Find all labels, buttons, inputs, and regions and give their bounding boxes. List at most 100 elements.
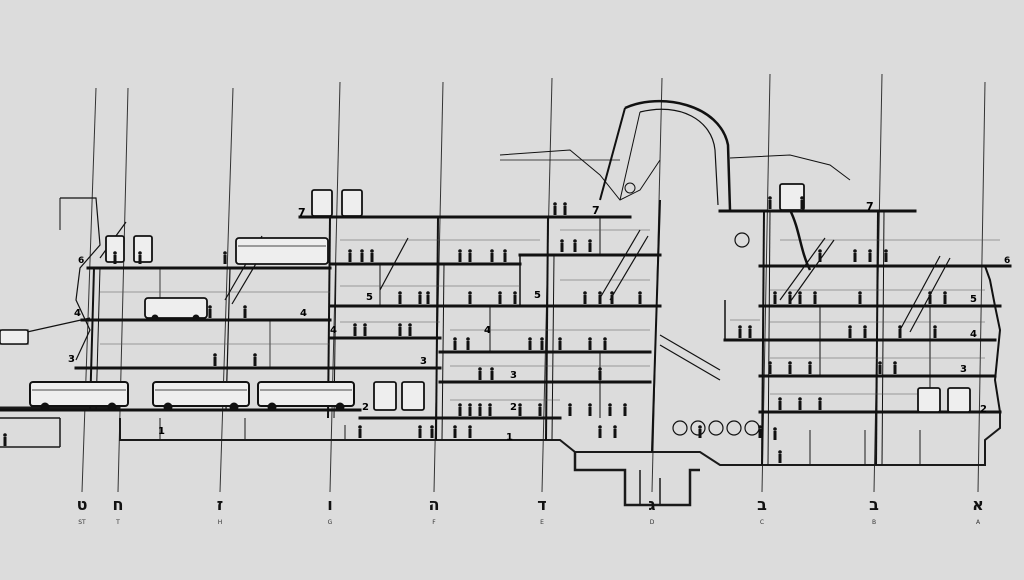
person-figure-body	[398, 327, 402, 336]
person-figure-head	[353, 323, 357, 327]
person-figure-body	[560, 243, 564, 252]
person-figure-head	[788, 361, 792, 365]
person-figure-body	[773, 431, 777, 440]
person-figure-head	[933, 325, 937, 329]
person-figure-head	[243, 305, 247, 309]
person-figure-body	[453, 429, 457, 438]
person-figure-head	[138, 251, 142, 255]
person-figure-head	[748, 325, 752, 329]
person-figure-body	[490, 371, 494, 380]
person-figure-head	[418, 291, 422, 295]
person-figure-body	[768, 200, 772, 209]
axis-label-mark: ב	[757, 495, 767, 514]
person-figure-head	[478, 367, 482, 371]
person-figure-body	[800, 200, 804, 209]
axis-label-sub: G	[328, 519, 333, 526]
person-figure-head	[468, 425, 472, 429]
person-figure-head	[818, 397, 822, 401]
person-figure-body	[773, 295, 777, 304]
person-figure-body	[798, 295, 802, 304]
axis-label-sub: H	[218, 519, 223, 526]
person-figure-head	[488, 403, 492, 407]
level-number: 7	[298, 206, 306, 219]
person-figure-head	[223, 251, 227, 255]
person-figure-body	[253, 357, 257, 366]
person-figure-body	[738, 329, 742, 338]
person-figure-body	[243, 309, 247, 318]
person-figure-body	[466, 341, 470, 350]
person-figure-body	[893, 365, 897, 374]
person-figure-body	[778, 401, 782, 410]
person-figure-head	[540, 337, 544, 341]
person-figure-head	[603, 337, 607, 341]
person-figure-head	[426, 291, 430, 295]
person-figure-body	[490, 253, 494, 262]
person-figure-body	[213, 357, 217, 366]
person-figure-head	[498, 291, 502, 295]
person-figure-body	[518, 407, 522, 416]
person-figure-head	[893, 361, 897, 365]
person-figure-head	[638, 291, 642, 295]
person-figure-head	[3, 433, 7, 437]
person-figure-body	[468, 407, 472, 416]
person-figure-body	[573, 243, 577, 252]
level-numbers: 7 7 7 6 6 5 5 5 4 4 4 4 4 3 3 3 3 2 2 2 …	[68, 200, 1010, 443]
person-figure-head	[458, 249, 462, 253]
person-figure-body	[398, 295, 402, 304]
person-figure-head	[773, 427, 777, 431]
person-figure-head	[563, 202, 567, 206]
person-figure-head	[528, 337, 532, 341]
person-figure-head	[360, 249, 364, 253]
person-figure-head	[430, 425, 434, 429]
level-number: 4	[74, 308, 81, 319]
bus-icon	[152, 381, 250, 412]
person-figure-body	[858, 295, 862, 304]
grid-axis-line	[81, 87, 97, 493]
person-figure-head	[928, 291, 932, 295]
person-figure-body	[513, 295, 517, 304]
level-number: 3	[510, 370, 517, 381]
person-figure-head	[453, 425, 457, 429]
axis-label-mark: ח	[113, 495, 124, 514]
level-number: 4	[484, 325, 491, 336]
axis-label-sub: T	[115, 519, 120, 526]
person-figure-body	[458, 407, 462, 416]
person-figure-body	[798, 401, 802, 410]
person-figure-body	[528, 341, 532, 350]
person-figure-body	[563, 206, 567, 215]
person-figure-head	[453, 337, 457, 341]
person-figure-body	[610, 295, 614, 304]
person-figure-head	[513, 291, 517, 295]
level-number: 3	[960, 364, 967, 375]
person-figure-body	[608, 407, 612, 416]
person-figure-head	[798, 397, 802, 401]
axis-label-mark: ז	[217, 495, 223, 514]
person-figure-body	[698, 429, 702, 438]
person-figure-head	[560, 239, 564, 243]
person-figure-head	[610, 291, 614, 295]
axis-label-sub: A	[976, 519, 981, 526]
ground-and-foundation	[0, 406, 1001, 507]
person-figure-body	[360, 253, 364, 262]
person-figure-body	[503, 253, 507, 262]
person-figure-head	[768, 361, 772, 365]
grid-axis-line	[977, 81, 986, 493]
level-number: 1	[158, 426, 165, 437]
person-figure-head	[768, 196, 772, 200]
person-figure-body	[603, 341, 607, 350]
person-figure-body	[558, 341, 562, 350]
axis-label-sub: D	[650, 519, 655, 526]
bus-icon	[235, 237, 329, 265]
person-figure-body	[430, 429, 434, 438]
person-figure-body	[138, 255, 142, 264]
person-figure-head	[788, 291, 792, 295]
level-number: 5	[970, 294, 977, 305]
bus-icon	[257, 381, 355, 412]
person-figure-body	[788, 295, 792, 304]
person-figure-body	[478, 371, 482, 380]
person-figure-head	[778, 397, 782, 401]
person-figure-head	[588, 403, 592, 407]
level-number: 3	[420, 356, 427, 367]
person-figure-head	[503, 249, 507, 253]
